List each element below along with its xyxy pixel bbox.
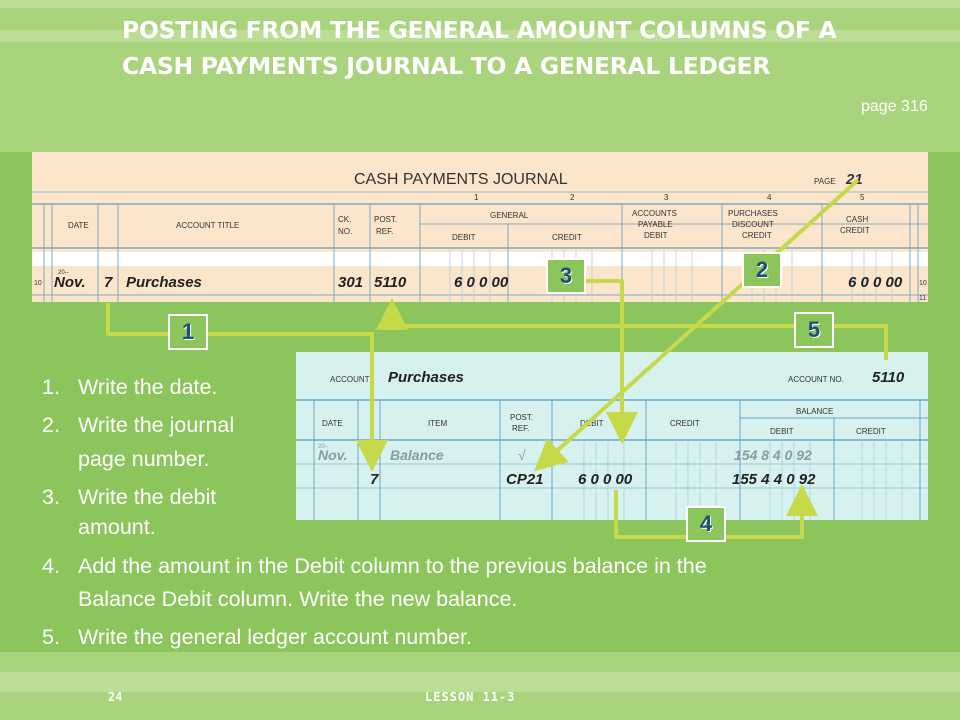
page-reference: page 316 <box>861 98 928 115</box>
callout-1: 1 <box>168 314 208 350</box>
col-number: 2 <box>570 193 575 202</box>
header-debit: DEBIT <box>452 233 476 242</box>
col-number: 3 <box>664 193 669 202</box>
col-number: 1 <box>474 193 479 202</box>
journal-form: CASH PAYMENTS JOURNAL PAGE 21 1 2 3 4 5 … <box>32 171 928 302</box>
footer-stripe <box>0 672 960 692</box>
header-cash-credit: CASH <box>846 215 868 224</box>
line-number: 10 <box>919 280 927 287</box>
header-date: DATE <box>68 221 89 230</box>
header-purchases-discount: DISCOUNT <box>732 220 774 229</box>
ledger-row-post-ref: CP21 <box>506 471 544 488</box>
ledger-row-day: 7 <box>370 471 379 488</box>
ledger-account-label: ACCOUNT <box>330 375 370 384</box>
step-text: Write the debit <box>78 485 217 509</box>
col-number: 5 <box>860 193 865 202</box>
step-number: 3. <box>42 485 60 509</box>
header-purchases-discount: CREDIT <box>742 231 772 240</box>
ledger-header-post-ref: POST. <box>510 413 533 422</box>
entry-post-ref: 5110 <box>374 274 407 291</box>
ledger-header-balance-debit: DEBIT <box>770 427 794 436</box>
ledger-account-no-label: ACCOUNT NO. <box>788 375 844 384</box>
journal-title: CASH PAYMENTS JOURNAL <box>354 171 568 188</box>
ledger-header-balance-credit: CREDIT <box>856 427 886 436</box>
step-text: page number. <box>78 447 210 471</box>
ledger-header-date: DATE <box>322 419 343 428</box>
header-ck-no: NO. <box>338 227 352 236</box>
callout-3: 3 <box>546 258 586 294</box>
ledger-row-item: Balance <box>390 447 444 463</box>
ledger-form: ACCOUNT Purchases ACCOUNT NO. 5110 DATE … <box>296 369 928 520</box>
line-number: 11 <box>919 295 926 302</box>
ledger-header-credit: CREDIT <box>670 419 700 428</box>
ledger-row-post-ref: √ <box>518 447 526 463</box>
line-number: 10 <box>34 280 42 287</box>
step-number: 4. <box>42 554 60 578</box>
ledger-header-item: ITEM <box>428 419 447 428</box>
ledger-account-name: Purchases <box>388 369 464 386</box>
step-text: Write the general ledger account number. <box>78 625 473 649</box>
ledger-header-balance: BALANCE <box>796 407 833 416</box>
ledger-row-balance-debit: 154 8 4 0 92 <box>734 447 812 463</box>
col-number: 4 <box>767 193 772 202</box>
callout-4: 4 <box>686 506 726 542</box>
header-band <box>0 0 960 152</box>
entry-day: 7 <box>104 274 113 291</box>
header-stripe <box>0 0 960 8</box>
step-text: Write the date. <box>78 375 218 399</box>
callout-5: 5 <box>794 312 834 348</box>
header-accounts-payable: DEBIT <box>644 231 668 240</box>
step-number: 1. <box>42 375 60 399</box>
general-ledger-account: ACCOUNT Purchases ACCOUNT NO. 5110 DATE … <box>296 352 928 520</box>
header-cash-credit: CREDIT <box>840 226 870 235</box>
ledger-row-debit: 6 0 0 00 <box>578 471 633 488</box>
header-post-ref: REF. <box>376 227 393 236</box>
ledger-row-balance-debit: 155 4 4 0 92 <box>732 471 816 488</box>
header-ck-no: CK. <box>338 215 351 224</box>
entry-year: 20-- <box>58 270 69 276</box>
footer-lesson: LESSON 11-3 <box>425 690 516 704</box>
step-text: Write the journal <box>78 413 235 437</box>
entry-cash-credit: 6 0 0 00 <box>848 274 903 291</box>
cash-payments-journal: CASH PAYMENTS JOURNAL PAGE 21 1 2 3 4 5 … <box>32 152 928 302</box>
ledger-account-no: 5110 <box>872 369 905 386</box>
step-text: Balance Debit column. Write the new bala… <box>78 587 518 611</box>
header-accounts-payable: ACCOUNTS <box>632 209 677 218</box>
entry-account-title: Purchases <box>126 274 202 291</box>
header-general: GENERAL <box>490 211 529 220</box>
journal-page-number: 21 <box>845 171 863 188</box>
header-accounts-payable: PAYABLE <box>638 220 673 229</box>
header-post-ref: POST. <box>374 215 397 224</box>
header-credit: CREDIT <box>552 233 582 242</box>
entry-ck-no: 301 <box>338 274 363 291</box>
ledger-row-month: Nov. <box>318 447 348 463</box>
header-purchases-discount: PURCHASES <box>728 209 778 218</box>
journal-page-label: PAGE <box>814 177 836 186</box>
callout-2: 2 <box>742 252 782 288</box>
entry-month: Nov. <box>54 274 86 291</box>
ledger-header-post-ref: REF. <box>512 424 529 433</box>
step-text: amount. <box>78 515 156 539</box>
header-account-title: ACCOUNT TITLE <box>176 221 239 230</box>
footer-slide-number: 24 <box>108 690 123 704</box>
step-number: 5. <box>42 625 60 649</box>
slide-title: POSTING FROM THE GENERAL AMOUNT COLUMNS … <box>122 16 837 80</box>
ledger-row-day: 1 <box>366 447 374 463</box>
step-number: 2. <box>42 413 60 437</box>
header-stripe <box>0 30 960 42</box>
step-text: Add the amount in the Debit column to th… <box>78 554 707 578</box>
entry-general-debit: 6 0 0 00 <box>454 274 509 291</box>
ledger-header-debit: DEBIT <box>580 419 604 428</box>
